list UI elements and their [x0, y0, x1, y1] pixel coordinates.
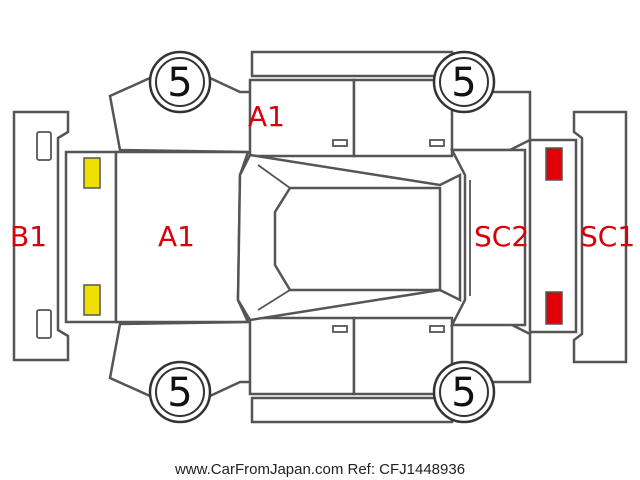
red-marker-lower [545, 291, 563, 325]
front-bumper [572, 110, 628, 364]
damage-label-sc1: SC1 [580, 220, 635, 253]
front-grille [528, 138, 578, 334]
tire-grade-front-right: 5 [451, 60, 476, 106]
rear-bumper [12, 110, 70, 362]
tire-rear-right: 5 [432, 360, 496, 424]
tire-rear-left: 5 [148, 360, 212, 424]
red-marker-upper [545, 147, 563, 181]
damage-label-rear-glass: SC2 [474, 220, 529, 253]
tire-grade-front-left: 5 [167, 60, 192, 106]
hood [449, 148, 527, 327]
bottom-doors [248, 316, 454, 424]
tire-grade-rear-right: 5 [451, 370, 476, 416]
tire-front-right: 5 [432, 50, 496, 114]
tire-grade-rear-left: 5 [167, 370, 192, 416]
cabin [236, 153, 462, 322]
yellow-marker-lower [83, 284, 101, 316]
damage-label-door: A1 [248, 100, 285, 133]
trunk-panel [64, 150, 118, 324]
damage-label-rear-bumper: B1 [10, 220, 47, 253]
yellow-marker-upper [83, 157, 101, 189]
damage-label-hood: A1 [158, 220, 195, 253]
footer-reference: www.CarFromJapan.com Ref: CFJ1448936 [174, 461, 465, 478]
tire-front-left: 5 [148, 50, 212, 114]
